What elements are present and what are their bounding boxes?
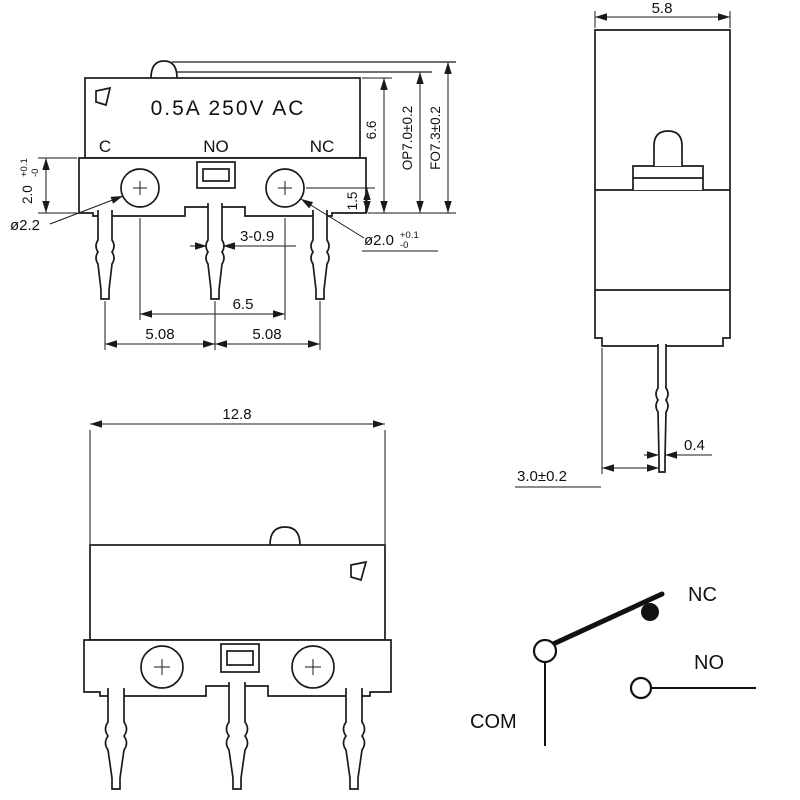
dim-hole-right-tol-up: +0.1 — [400, 230, 419, 241]
front-view: 0.5A 250V AC C NO NC 2.0 +0.1 -0 ø2.2 3-… — [10, 60, 456, 350]
circuit-schematic: NC NO COM — [470, 584, 756, 746]
switch-body-2 — [89, 544, 386, 641]
schematic-no-label: NO — [694, 652, 724, 674]
dim-hole-left: ø2.2 — [10, 217, 40, 234]
pin-side — [655, 344, 669, 473]
pin-left-2 — [104, 688, 128, 790]
terminal-c-label: C — [99, 137, 111, 156]
dim-pitch-left: 5.08 — [145, 326, 174, 343]
pin-middle-2 — [225, 682, 249, 790]
dim-hole-spacing: 6.5 — [233, 296, 254, 313]
schematic-nc-label: NC — [688, 584, 717, 606]
dim-body-height: 6.6 — [364, 121, 379, 140]
dim-overall-width: 12.8 — [222, 406, 251, 423]
front-view-dimensions: 2.0 +0.1 -0 ø2.2 3-0.9 ø2.0 +0.1 -0 1.5 — [10, 62, 456, 350]
nc-contact — [641, 603, 659, 621]
plunger-dome — [150, 60, 178, 79]
molding-mark-2-icon — [350, 560, 368, 582]
terminal-nc-label: NC — [310, 137, 335, 156]
bottom-view: 12.8 — [83, 406, 392, 790]
switch-body — [84, 77, 361, 159]
dim-pin-width: 3-0.9 — [240, 228, 274, 245]
front-view-geometry: 0.5A 250V AC C NO NC — [78, 60, 456, 300]
pin-middle — [205, 203, 225, 300]
dim-hole-right: ø2.0 — [364, 232, 394, 249]
bottom-view-dimensions: 12.8 — [89, 406, 386, 544]
dim-pitch-right: 5.08 — [252, 326, 281, 343]
center-slot-2-inner — [226, 650, 254, 666]
side-view-dimensions: 5.8 3.0±0.2 0.4 — [515, 0, 731, 488]
side-view-geometry — [594, 29, 731, 473]
dim-op-height: OP7.0±0.2 — [400, 106, 415, 170]
plunger-dome-side — [653, 130, 683, 166]
center-slot-inner — [202, 168, 230, 182]
dim-fo-height: FO7.3±0.2 — [428, 106, 443, 170]
dim-side-width: 5.8 — [652, 0, 673, 17]
no-contact — [629, 676, 653, 700]
schematic-com-label: COM — [470, 711, 517, 733]
plunger-dome-2 — [269, 526, 301, 546]
rating-label: 0.5A 250V AC — [151, 97, 306, 120]
side-view: 5.8 3.0±0.2 0.4 — [515, 0, 731, 488]
lever-symbol — [548, 591, 665, 648]
molding-mark-icon — [95, 86, 112, 107]
pin-right — [310, 210, 330, 300]
dim-hole-right-tol-dn: -0 — [400, 240, 408, 251]
pin-left — [95, 210, 115, 300]
com-contact — [532, 638, 558, 664]
dim-base-height-tol-up: +0.1 — [19, 158, 30, 177]
dim-base-height: 2.0 — [20, 185, 35, 204]
dim-hole-to-bottom: 1.5 — [345, 192, 360, 211]
bottom-view-geometry — [83, 526, 392, 790]
pin-right-2 — [342, 688, 366, 790]
terminal-no-label: NO — [203, 137, 229, 156]
dim-base-height-tol-dn: -0 — [30, 169, 41, 177]
dim-pin-offset: 3.0±0.2 — [517, 468, 567, 485]
dim-pin-thickness: 0.4 — [684, 437, 705, 454]
